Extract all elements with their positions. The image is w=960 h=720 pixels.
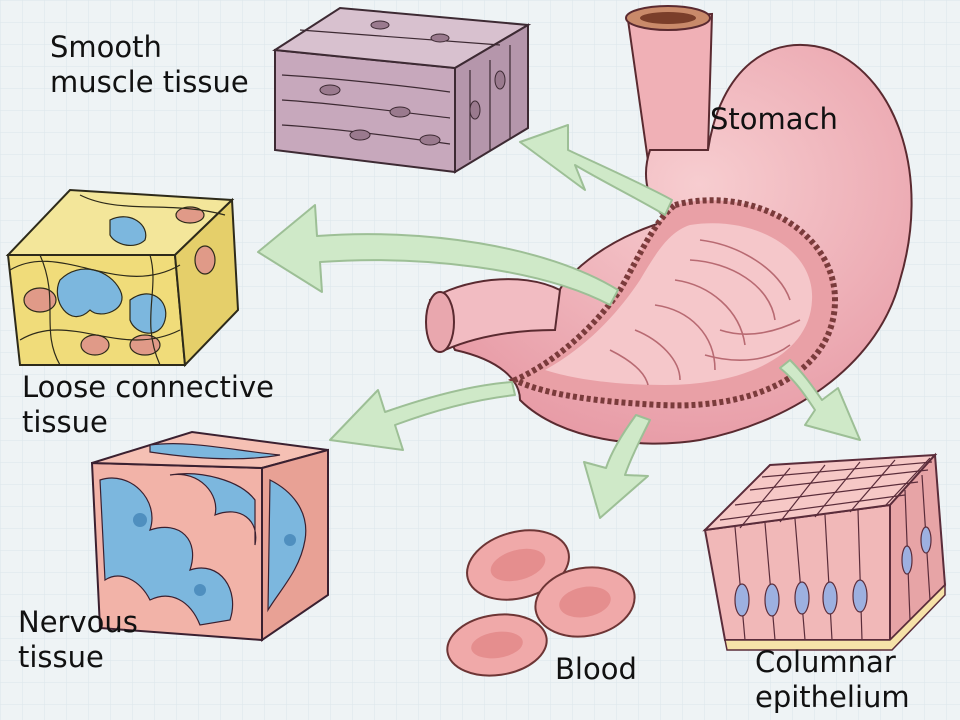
loose-connective-block: [5, 188, 240, 368]
label-columnar-line2: epithelium: [755, 680, 910, 714]
label-nervous-tissue: Nervous tissue: [18, 605, 138, 675]
arrow-to-smooth-muscle: [519, 124, 673, 216]
label-smooth-muscle-line2: muscle tissue: [50, 65, 249, 99]
arrow-to-nervous: [329, 381, 516, 451]
label-loose-connective-line2: tissue: [22, 405, 108, 439]
blood-cells: [446, 529, 636, 677]
label-nervous-line1: Nervous: [18, 605, 138, 639]
label-columnar-epithelium: Columnar epithelium: [755, 645, 910, 715]
arrow-to-columnar: [779, 359, 861, 441]
stomach-illustration: [425, 5, 913, 445]
nervous-block: [90, 430, 329, 642]
label-nervous-line2: tissue: [18, 640, 104, 674]
arrow-group: [257, 124, 861, 519]
label-smooth-muscle-tissue: Smooth muscle tissue: [50, 30, 249, 100]
label-columnar-line1: Columnar: [755, 645, 896, 679]
arrow-to-blood: [583, 414, 651, 519]
label-smooth-muscle-line1: Smooth: [50, 30, 162, 64]
label-blood: Blood: [555, 652, 637, 686]
label-loose-connective-tissue: Loose connective tissue: [22, 370, 274, 440]
columnar-epithelium-block: [702, 452, 947, 651]
label-loose-connective-line1: Loose connective: [22, 370, 274, 404]
smooth-muscle-block: [272, 6, 532, 174]
label-stomach: Stomach: [710, 102, 838, 136]
arrow-to-loose-connective: [257, 204, 619, 306]
